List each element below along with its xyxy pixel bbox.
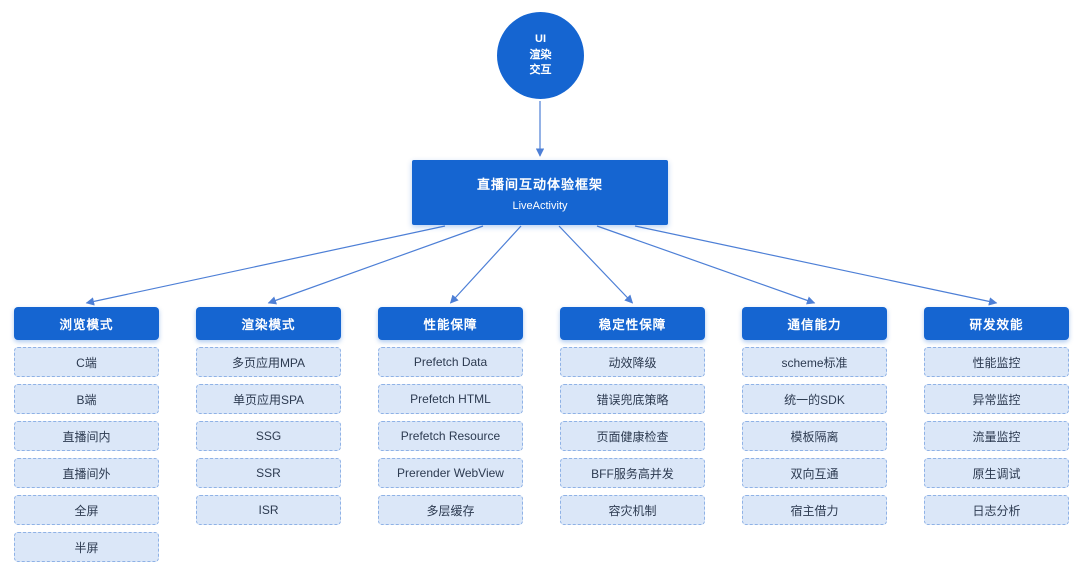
column-item: 异常监控 (924, 384, 1069, 414)
column-item: 日志分析 (924, 495, 1069, 525)
column-item: C端 (14, 347, 159, 377)
arrow-line (267, 225, 484, 305)
column-header: 性能保障 (378, 307, 523, 340)
column-item: 流量监控 (924, 421, 1069, 451)
framework-title: 直播间互动体验框架 (476, 176, 603, 192)
column-item: 直播间外 (14, 458, 159, 488)
column-item: 多页应用MPA (196, 347, 341, 377)
column-item: SSR (196, 458, 341, 488)
arrow-line (634, 225, 998, 306)
arrow-line (449, 225, 522, 304)
framework-subtitle: LiveActivity (512, 199, 568, 212)
column-item: 直播间内 (14, 421, 159, 451)
column-item: 宿主借力 (742, 495, 887, 525)
column-item: 模板隔离 (742, 421, 887, 451)
column-header: 稳定性保障 (560, 307, 705, 340)
column-item: BFF服务高并发 (560, 458, 705, 488)
framework-root-node: 直播间互动体验框架 LiveActivity (412, 160, 668, 225)
circle-line: 交互 (529, 64, 552, 77)
column-header: 研发效能 (924, 307, 1069, 340)
column-item: 全屏 (14, 495, 159, 525)
column-item: SSG (196, 421, 341, 451)
column-header: 渲染模式 (196, 307, 341, 340)
column-item: 性能监控 (924, 347, 1069, 377)
column: 研发效能性能监控异常监控流量监控原生调试日志分析 (924, 307, 1069, 525)
column-header: 浏览模式 (14, 307, 159, 340)
column-item: 错误兜底策略 (560, 384, 705, 414)
column-item: 多层缓存 (378, 495, 523, 525)
column-item: 半屏 (14, 532, 159, 562)
column-item: 双向互通 (742, 458, 887, 488)
column-item: 原生调试 (924, 458, 1069, 488)
column-item: 统一的SDK (742, 384, 887, 414)
arrow-line (558, 225, 634, 304)
circle-line: 渲染 (529, 48, 552, 61)
column-item: 容灾机制 (560, 495, 705, 525)
arrow-line (596, 225, 816, 305)
column-item: Prefetch Resource (378, 421, 523, 451)
arrow-line (85, 225, 446, 306)
column: 浏览模式 C端 B端直播间内直播间外全屏半屏 (14, 307, 159, 562)
column: 渲染模式多页应用MPA 单页应用SPA SSG SSR ISR (196, 307, 341, 525)
circle-line: UI (535, 32, 546, 45)
column-item: B端 (14, 384, 159, 414)
column: 通信能力 scheme标准统一的SDK 模板隔离双向互通宿主借力 (742, 307, 887, 525)
column-item: 单页应用SPA (196, 384, 341, 414)
ui-root-circle: UI 渲染 交互 (497, 12, 584, 99)
column-header: 通信能力 (742, 307, 887, 340)
column-item: Prefetch HTML (378, 384, 523, 414)
column-item: ISR (196, 495, 341, 525)
column: 稳定性保障动效降级错误兜底策略页面健康检查 BFF服务高并发容灾机制 (560, 307, 705, 525)
column-item: 页面健康检查 (560, 421, 705, 451)
column-item: Prerender WebView (378, 458, 523, 488)
column-item: Prefetch Data (378, 347, 523, 377)
column-item: scheme标准 (742, 347, 887, 377)
column-item: 动效降级 (560, 347, 705, 377)
